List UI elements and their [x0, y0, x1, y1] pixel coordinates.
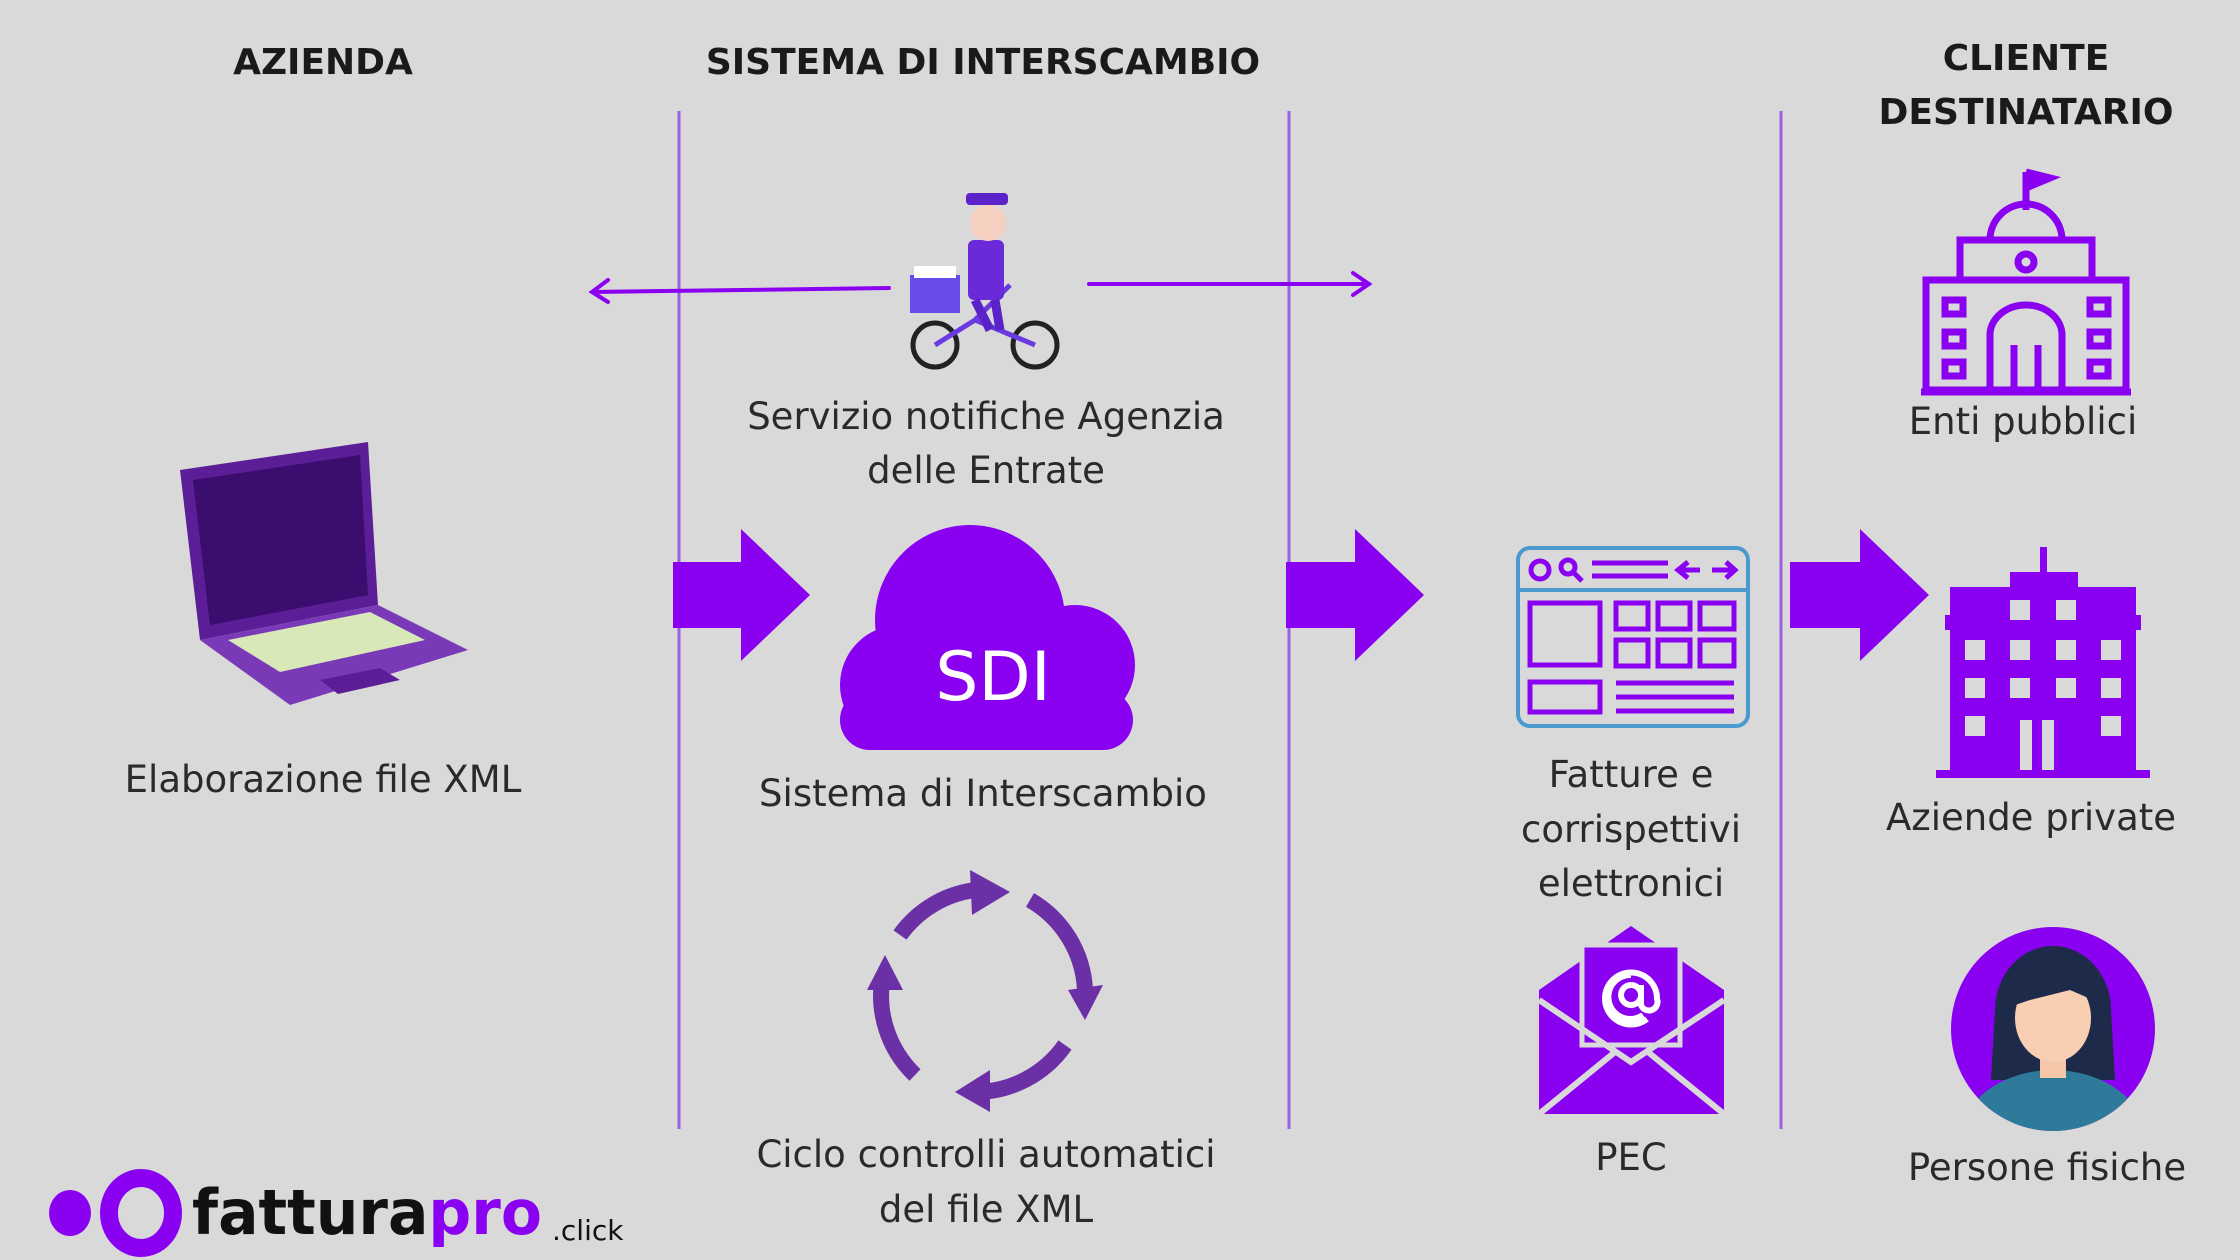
person-avatar-icon: [1951, 927, 2155, 1131]
header-cliente: CLIENTE: [1943, 38, 2110, 79]
label-notifiche-2: delle Entrate: [867, 449, 1105, 492]
logo-text-pro: pro: [428, 1176, 542, 1249]
notification-arrow-left: [588, 278, 891, 304]
flow-arrow-icon: [673, 529, 810, 661]
logo-text-fattura: fattura: [192, 1176, 428, 1249]
label-notifiche-1: Servizio notifiche Agenzia: [747, 395, 1225, 438]
label-aziende-private: Aziende private: [1886, 796, 2176, 839]
label-elaborazione: Elaborazione file XML: [125, 758, 522, 801]
public-building-icon: [1921, 168, 2131, 396]
notification-arrow-right: [1087, 271, 1373, 297]
flow-arrow-icon: [1286, 529, 1424, 661]
header-azienda: AZIENDA: [233, 42, 413, 83]
office-building-icon: [1936, 547, 2150, 778]
courier-bike-icon: [910, 193, 1060, 370]
label-pec: PEC: [1595, 1136, 1667, 1179]
laptop-icon: [180, 442, 468, 705]
header-destinatario: DESTINATARIO: [1879, 92, 2174, 133]
sdi-cloud-icon: [840, 525, 1135, 750]
label-fatture-1: Fatture e: [1549, 753, 1714, 796]
flow-arrow-icon: [1790, 529, 1929, 661]
browser-window-icon: [1516, 546, 1750, 728]
label-ciclo-1: Ciclo controlli automatici: [756, 1133, 1215, 1176]
fatturapro-logo: fatturapro .click: [49, 1169, 624, 1257]
label-enti-pubblici: Enti pubblici: [1909, 400, 2137, 443]
header-sistema-interscambio: SISTEMA DI INTERSCAMBIO: [706, 42, 1260, 83]
sdi-cloud-label: SDI: [935, 638, 1051, 717]
label-ciclo-2: del file XML: [879, 1188, 1094, 1231]
label-fatture-2: corrispettivi: [1521, 808, 1741, 851]
svg-text:fatturapro: fatturapro: [192, 1176, 542, 1249]
label-sistema: Sistema di Interscambio: [759, 772, 1207, 815]
label-fatture-3: elettronici: [1538, 862, 1724, 905]
cycle-arrows-icon: [867, 870, 1103, 1112]
logo-text-click: .click: [552, 1214, 624, 1247]
pec-envelope-icon: [1537, 926, 1726, 1117]
label-persone-fisiche: Persone fisiche: [1908, 1146, 2186, 1189]
